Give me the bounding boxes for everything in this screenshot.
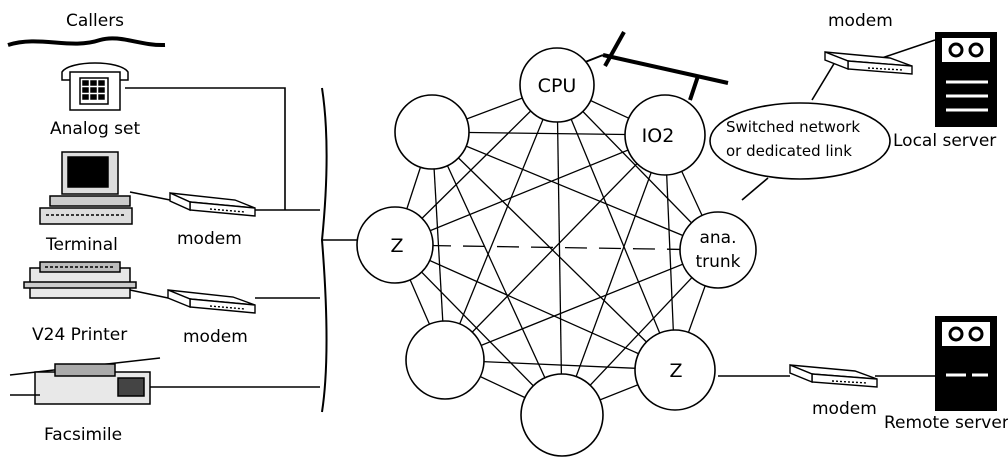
- bottom-left-node: [405, 320, 485, 400]
- ana-node-label-line2: trunk: [695, 252, 740, 272]
- caller-links: [125, 87, 320, 388]
- terminal-icon: [39, 151, 133, 225]
- network-label-line1: Switched network: [726, 118, 860, 136]
- network-label-line2: or dedicated link: [726, 142, 852, 160]
- callers-bus-brace: [320, 87, 328, 413]
- ana-node-label-line1: ana.: [699, 228, 736, 248]
- modem-icon-local: [824, 50, 913, 75]
- bottom-node: [520, 373, 604, 457]
- modem-icon-remote: [789, 363, 878, 388]
- remote-server-icon: [935, 316, 997, 411]
- io2-node-label: IO2: [642, 125, 675, 147]
- z-left-node: [356, 206, 434, 284]
- analog-set-label: Analog set: [50, 119, 140, 139]
- local-server-label: Local server: [893, 131, 996, 151]
- cpu-node: [519, 47, 595, 123]
- analog-phone-icon: [61, 62, 129, 111]
- ana-trunk-node: [679, 211, 757, 289]
- modem-local-label: modem: [828, 11, 893, 31]
- z-right-node: [634, 329, 716, 411]
- local-server-icon: [935, 32, 997, 127]
- modem-terminal-label: modem: [177, 229, 242, 249]
- switched-network-ellipse: [709, 102, 891, 180]
- cpu-node-label: CPU: [538, 75, 577, 97]
- z-left-node-label: Z: [390, 235, 403, 257]
- printer-label: V24 Printer: [32, 325, 127, 345]
- io2-node: [624, 94, 706, 176]
- remote-server-label: Remote server: [884, 413, 1008, 433]
- modem-icon-printer: [167, 288, 256, 314]
- facsimile-label: Facsimile: [44, 425, 122, 445]
- modem-remote-label: modem: [812, 399, 877, 419]
- top-left-node: [394, 94, 470, 170]
- modem-icon-terminal: [169, 191, 256, 217]
- modem-printer-label: modem: [183, 327, 248, 347]
- fax-icon: [9, 357, 161, 405]
- z-right-node-label: Z: [669, 360, 682, 382]
- callers-wave-icon: [7, 36, 166, 48]
- server-links: [718, 39, 936, 377]
- terminal-label: Terminal: [45, 235, 118, 255]
- printer-icon: [23, 261, 137, 299]
- callers-label: Callers: [66, 11, 124, 31]
